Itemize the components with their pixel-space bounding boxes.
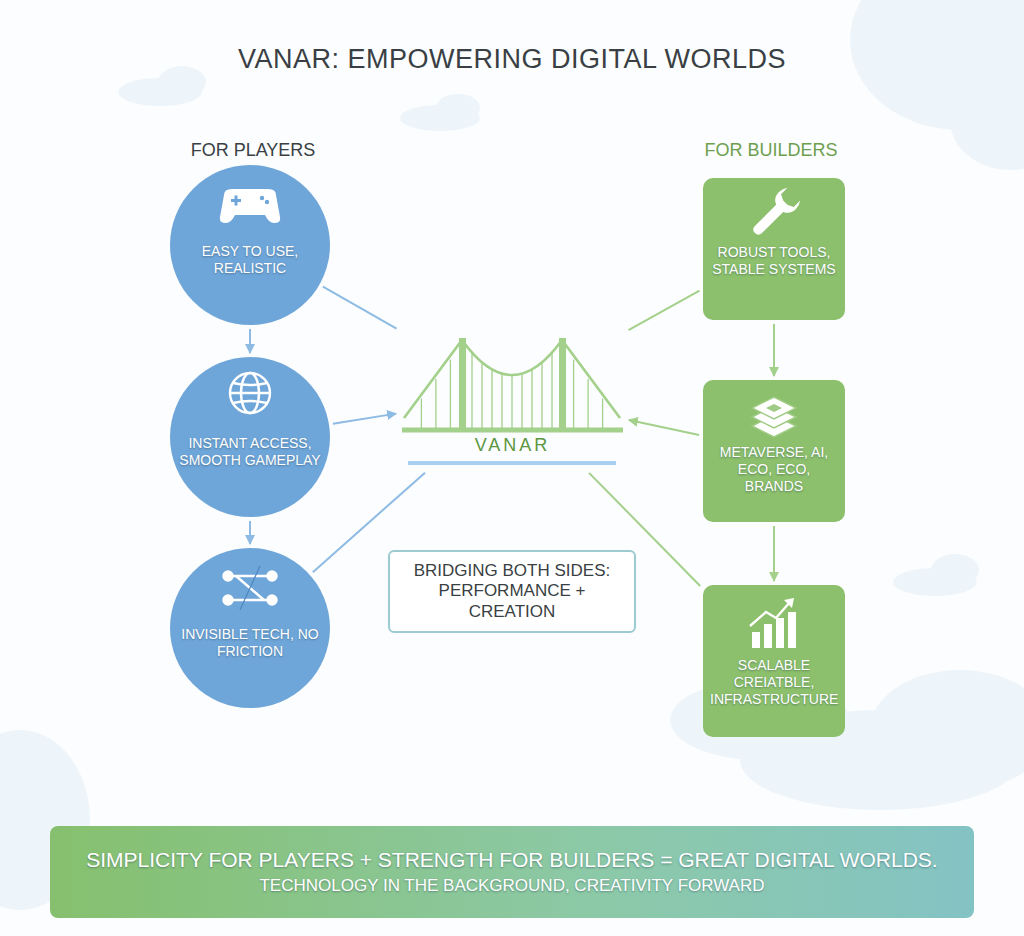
player-circle: INVISIBLE TECH, NO FRICTION [170, 548, 330, 708]
connector-line [628, 291, 699, 331]
node-text: INSTANT ACCESS, SMOOTH GAMEPLAY [179, 435, 321, 469]
node-text: EASY TO USE, REALISTIC [179, 243, 321, 277]
bridge-illustration [531, 369, 532, 428]
bridge-illustration [471, 353, 472, 428]
bridge-illustration [587, 379, 588, 428]
bridge-illustration [408, 461, 616, 465]
circle-fill [170, 165, 330, 325]
conclusion-band: SIMPLICITY FOR PLAYERS + STRENGTH FOR BU… [50, 826, 974, 918]
builder-box: SCALABLE CREIATBLE, INFRASTRUCTURE [703, 585, 845, 737]
bridge-illustration [501, 374, 502, 428]
node-text: METAVERSE, AI, ECO, ECO, BRANDS [710, 444, 838, 494]
column-heading: FOR PLAYERS [150, 140, 356, 161]
diagram-title: VANAR: EMPOWERING DIGITAL WORLDS [0, 44, 1024, 75]
player-circle: EASY TO USE, REALISTIC [170, 165, 330, 325]
circle-fill [170, 548, 330, 708]
node-text: SCALABLE CREIATBLE, INFRASTRUCTURE [710, 657, 838, 707]
bridge-illustration [459, 338, 466, 430]
bridge-illustration [402, 428, 623, 433]
bridge-illustration [573, 360, 574, 428]
player-circle: INSTANT ACCESS, SMOOTH GAMEPLAY [170, 357, 330, 517]
bridge-illustration [450, 360, 451, 428]
bridge-illustration [421, 399, 422, 428]
node-subtext: TECHNOLOGY IN THE BACKGROUND, CREATIVITY… [62, 876, 962, 896]
bridge-illustration [481, 362, 482, 428]
bridge-illustration [521, 374, 522, 428]
bridge-illustration [511, 375, 512, 428]
node-text: SIMPLICITY FOR PLAYERS + STRENGTH FOR BU… [62, 847, 962, 872]
bridge-illustration [541, 362, 542, 428]
connector-line [249, 329, 251, 353]
clouds [950, 70, 1024, 170]
connector-line [629, 420, 699, 435]
bridge-illustration [602, 399, 603, 428]
connector-line [773, 324, 775, 376]
bridge-illustration [559, 338, 566, 430]
circle-fill [170, 357, 330, 517]
bridge-illustration [404, 340, 620, 418]
node-text: ROBUST TOOLS, STABLE SYSTEMS [710, 244, 838, 278]
bridge-illustration [421, 353, 602, 428]
builder-box: ROBUST TOOLS, STABLE SYSTEMS [703, 178, 845, 320]
connector-line [773, 526, 775, 581]
connector-line [333, 414, 396, 424]
column-heading: FOR BUILDERS [668, 140, 874, 161]
node-text: VANAR [413, 435, 613, 457]
bridge-illustration [491, 369, 492, 428]
connector-line [249, 521, 251, 544]
clouds [158, 66, 206, 98]
clouds [436, 94, 480, 122]
bridge-illustration [551, 353, 552, 428]
bridge-illustration [435, 379, 436, 428]
bridge-illustration [402, 338, 623, 463]
clouds [931, 554, 979, 586]
node-text: INVISIBLE TECH, NO FRICTION [179, 626, 321, 660]
bridge-node: VANAR [400, 320, 625, 470]
node-text: BRIDGING BOTH SIDES: PERFORMANCE + CREAT… [399, 561, 625, 622]
clouds [0, 0, 1024, 910]
builder-box: METAVERSE, AI, ECO, ECO, BRANDS [703, 380, 845, 522]
summary-box: BRIDGING BOTH SIDES: PERFORMANCE + CREAT… [388, 550, 636, 633]
connector-line [323, 287, 397, 329]
clouds [870, 670, 1024, 790]
